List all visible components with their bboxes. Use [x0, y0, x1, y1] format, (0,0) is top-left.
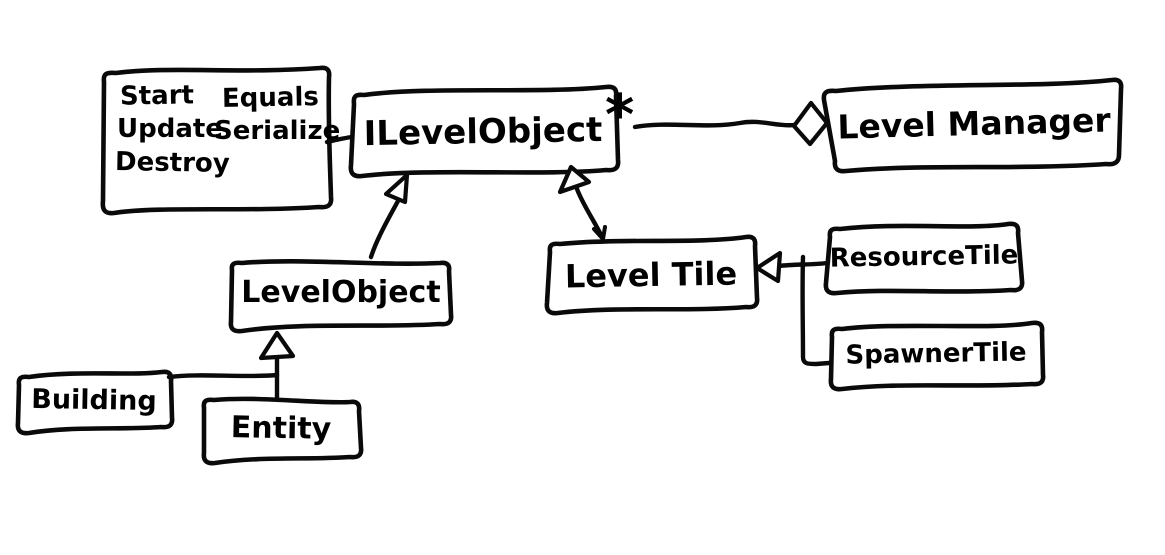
resourcetile-label: ResourceTile [829, 240, 1019, 274]
resourcetile-box [823, 221, 1025, 296]
method-start-label: Start [119, 80, 195, 112]
levelmanager-label: Level Manager [836, 99, 1112, 147]
levelmanager-box [821, 77, 1124, 174]
leveltile-box [544, 234, 760, 316]
entity-label: Entity [230, 410, 332, 447]
method-equals-label: Equals [221, 82, 320, 114]
building-label: Building [31, 383, 157, 417]
levelobject-label: LevelObject [241, 275, 441, 310]
building-box [15, 369, 175, 436]
hollow-triangle-leveltile-icon [557, 164, 592, 195]
levelobject-box [228, 259, 454, 334]
leveltile-realization-line [574, 186, 605, 240]
building-inheritance-line [166, 372, 280, 380]
spawnertile-branch-line [800, 254, 832, 367]
methods-note-box [100, 65, 334, 216]
leveltile-line-end-barb [592, 225, 607, 241]
entity-box [201, 396, 364, 466]
hollow-triangle-entity-icon [258, 330, 296, 361]
aggregation-diamond-icon [791, 100, 830, 147]
method-destroy-label: Destroy [114, 147, 231, 179]
method-serialize-label: Serialize [214, 116, 341, 146]
note-link-line [324, 134, 355, 145]
method-update-label: Update [117, 114, 223, 144]
spawnertile-label: SpawnerTile [845, 337, 1027, 371]
leveltile-label: Level Tile [564, 254, 738, 296]
multiplicity-star: * [605, 83, 635, 148]
ilevelobject-label: ILevelObject [363, 109, 603, 155]
hollow-triangle-resourcetile-icon [754, 250, 783, 284]
ilevelobject-box [348, 84, 621, 179]
spawnertile-box [828, 320, 1046, 392]
hollow-triangle-levelobject-icon [383, 172, 410, 205]
aggregation-line [632, 119, 797, 130]
levelobject-realization-line [368, 198, 401, 260]
